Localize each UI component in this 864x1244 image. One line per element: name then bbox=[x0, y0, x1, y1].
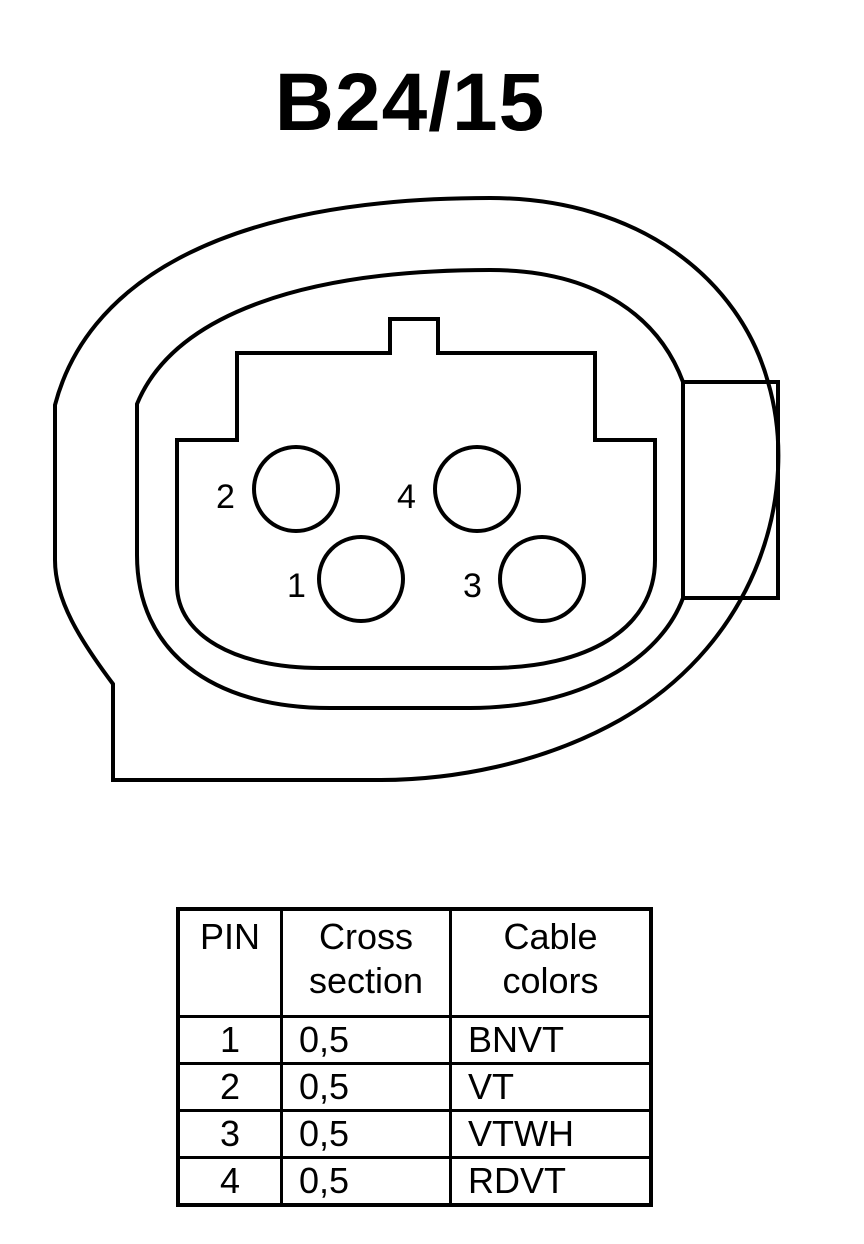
pin-3-socket bbox=[498, 535, 586, 623]
connector-outer-housing bbox=[53, 195, 781, 782]
pin-3-label: 3 bbox=[463, 567, 482, 605]
cell-cable-color: BNVT bbox=[449, 1015, 653, 1065]
cell-cable-color: VTWH bbox=[449, 1109, 653, 1159]
connector-inner-rim bbox=[135, 267, 685, 710]
pin-4-label: 4 bbox=[397, 478, 416, 516]
table-row: 2 0,5 VT bbox=[176, 1062, 653, 1112]
cell-pin: 2 bbox=[176, 1062, 283, 1112]
header-cable-colors: Cable colors bbox=[449, 907, 653, 1018]
connector-diagram: 2 4 1 3 bbox=[53, 195, 781, 782]
pin-1-label: 1 bbox=[287, 567, 306, 605]
cell-cable-color: RDVT bbox=[449, 1156, 653, 1207]
pin-4-socket bbox=[433, 445, 521, 533]
connector-latch-tab bbox=[681, 380, 780, 600]
cell-cross-section: 0,5 bbox=[280, 1156, 452, 1207]
cell-cross-section: 0,5 bbox=[280, 1109, 452, 1159]
pin-2-socket bbox=[252, 445, 340, 533]
table-row: 1 0,5 BNVT bbox=[176, 1015, 653, 1065]
cell-pin: 3 bbox=[176, 1109, 283, 1159]
pin-1-socket bbox=[317, 535, 405, 623]
connector-title: B24/15 bbox=[274, 57, 546, 148]
cell-pin: 1 bbox=[176, 1015, 283, 1065]
cell-pin: 4 bbox=[176, 1156, 283, 1207]
pin-assignment-table: PIN Cross section Cable colors 1 0,5 BNV… bbox=[176, 907, 653, 1207]
pin-2-label: 2 bbox=[216, 478, 235, 516]
table-row: 4 0,5 RDVT bbox=[176, 1156, 653, 1207]
cell-cross-section: 0,5 bbox=[280, 1062, 452, 1112]
header-pin: PIN bbox=[176, 907, 283, 1018]
table-header-row: PIN Cross section Cable colors bbox=[176, 907, 653, 1018]
cell-cross-section: 0,5 bbox=[280, 1015, 452, 1065]
cell-cable-color: VT bbox=[449, 1062, 653, 1112]
pin-cavity-outline bbox=[175, 317, 657, 670]
header-cross-section: Cross section bbox=[280, 907, 452, 1018]
table-row: 3 0,5 VTWH bbox=[176, 1109, 653, 1159]
